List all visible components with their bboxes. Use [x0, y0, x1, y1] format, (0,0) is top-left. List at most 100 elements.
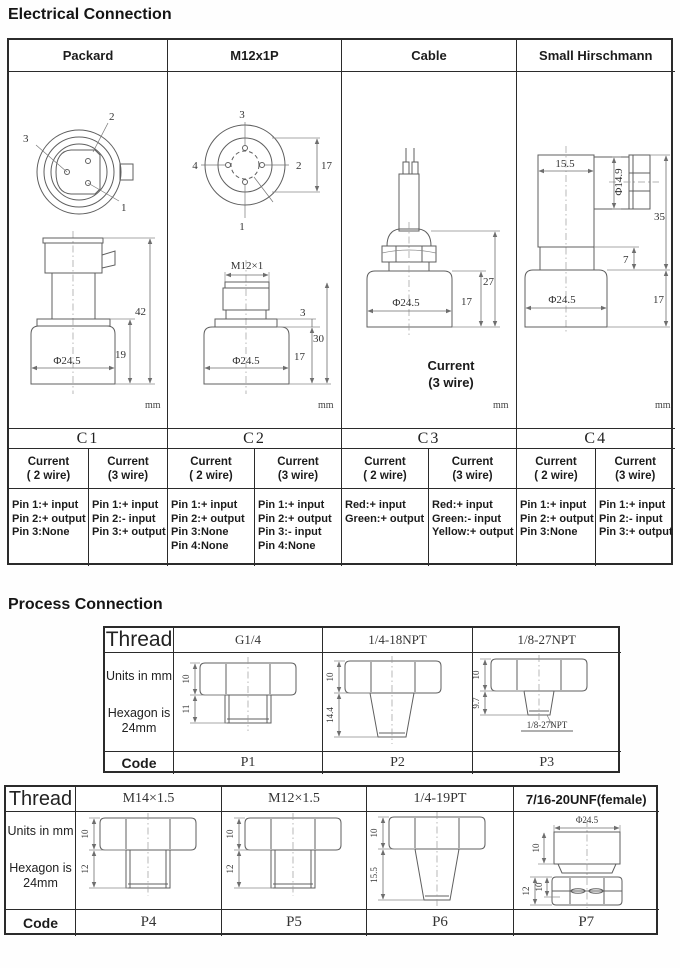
p3-line-art: [480, 655, 588, 732]
output-note-line2: (3 wire): [428, 375, 474, 390]
hexagon-note-line1: Hexagon is: [107, 706, 171, 720]
c2-3wire-pins: Pin 1:+ input Pin 2:+ output Pin 3:- inp…: [255, 489, 342, 566]
pin3-label: 3: [239, 109, 245, 121]
height-dim: 35: [654, 211, 666, 223]
base-dia-dim: Φ24.5: [232, 355, 260, 367]
flange-dim: 3: [300, 307, 306, 319]
unit-label: mm: [493, 400, 509, 411]
units-note: Units in mm: [106, 669, 172, 683]
p2-drawing-cell: 10 14.4: [323, 653, 473, 752]
cable-version-drawing: Φ24.5 27 17 Current (3 wire) mm: [366, 148, 509, 411]
t2-thread-m12: M12×1.5: [222, 787, 367, 812]
c4-2wire-pins: Pin 1:+ input Pin 2:+ output Pin 3:None: [517, 489, 596, 566]
base-dia-dim: Φ24.5: [548, 294, 576, 306]
npt18-thread-drawing: 10 9.7 1/8-27NPT: [473, 655, 588, 732]
code-p1: P1: [174, 752, 323, 774]
t1-thread-18-27npt: 1/8-27NPT: [473, 628, 621, 653]
base-height-dim: 17: [461, 296, 473, 308]
base-height-dim: 17: [294, 351, 306, 363]
p5-drawing-cell: 10 12: [222, 812, 367, 910]
code-p4: P4: [76, 910, 222, 936]
unf-female-drawing: Φ24.5 10 12 10: [521, 815, 623, 908]
p3-dim-hex: 10: [473, 670, 481, 680]
unit-label: mm: [145, 400, 161, 411]
base-height-dim: 17: [653, 294, 665, 306]
unit-label: mm: [318, 400, 334, 411]
c1-3wire-header: Current(3 wire): [89, 449, 168, 489]
p5-line-art: [234, 813, 342, 896]
code-p5: P5: [222, 910, 367, 936]
t1-units-cell: Units in mm Hexagon is 24mm: [105, 653, 174, 752]
p4-dim-hex: 10: [80, 829, 90, 839]
pin1-label: 1: [121, 202, 127, 214]
base-dia-dim: Φ24.5: [392, 297, 420, 309]
p5-dim-thread: 12: [225, 865, 235, 874]
m14-thread-drawing: 10 12: [80, 813, 197, 896]
p1-drawing-cell: 10 11: [174, 653, 323, 752]
code-c2: C2: [168, 429, 342, 449]
c4-3wire-pins: Pin 1:+ input Pin 2:- input Pin 3:+ outp…: [599, 499, 673, 538]
p3-dim-thread: 9.7: [473, 697, 481, 709]
c1-2wire-pins: Pin 1:+ input Pin 2:+ output Pin 3:None: [9, 489, 89, 566]
p4-line-art: [89, 813, 197, 896]
t1-thread-label: Thread: [105, 628, 174, 653]
code-p7: P7: [578, 914, 595, 931]
c2-2wire-header: Current( 2 wire): [168, 449, 255, 489]
t1-code-label: Code: [105, 752, 174, 774]
cable-drawing-cell: Φ24.5 27 17 Current (3 wire) mm: [342, 72, 517, 429]
p4-dim-thread: 12: [80, 865, 90, 874]
hexagon-note-line2: 24mm: [23, 876, 58, 890]
pin2-label: 2: [296, 160, 302, 172]
step-dim: 7: [623, 254, 629, 266]
c1-3wire-pins: Pin 1:+ input Pin 2:- input Pin 3:+ outp…: [89, 489, 168, 566]
pin1-label: 1: [239, 221, 245, 233]
hexagon-note-line2: 24mm: [121, 721, 157, 735]
p6-line-art: [378, 812, 486, 906]
header-small-hirschmann: Small Hirschmann: [517, 40, 675, 72]
hirschmann-connector-drawing: 15.5 Φ14.9 35 7 17 Φ24.5 mm: [524, 146, 671, 411]
p3-drawing-cell: 10 9.7 1/8-27NPT: [473, 653, 621, 752]
process-section-title: Process Connection: [8, 596, 163, 613]
t2-thread-unf: 7/16-20UNF(female): [514, 787, 659, 812]
t1-thread-g14: G1/4: [174, 628, 323, 653]
t2-thread-14-19pt: 1/4-19PT: [367, 787, 514, 812]
p3-thread-tag: 1/8-27NPT: [527, 720, 568, 730]
cable-line-art: [366, 148, 500, 337]
units-note: Units in mm: [7, 824, 74, 838]
process-connection-table-2: Thread M14×1.5 M12×1.5 1/4-19PT 7/16-20U…: [4, 785, 659, 936]
c3-3wire-header: Current(3 wire): [429, 449, 517, 489]
c3-2wire-header: Current( 2 wire): [342, 449, 429, 489]
t2-units-cell: Units in mm Hexagon is 24mm: [6, 812, 76, 910]
t2-thread-label: Thread: [6, 787, 76, 812]
c4-3wire-header: Current(3 wire): [596, 449, 675, 489]
height-dim: 27: [483, 276, 495, 288]
p7-dim-inner: 10: [534, 882, 544, 892]
output-note-line1: Current: [428, 358, 476, 373]
conn-dia-dim: Φ14.9: [613, 168, 625, 196]
code-p2: P2: [323, 752, 473, 774]
g14-thread-drawing: 10 11: [181, 657, 297, 731]
hirschmann-drawing-cell: 15.5 Φ14.9 35 7 17 Φ24.5 mm: [517, 72, 675, 429]
electrical-connection-table: Packard M12x1P Cable Small Hirschmann: [7, 38, 675, 566]
m12-line-art: [201, 122, 331, 394]
p7-dim-top: 10: [531, 843, 541, 853]
header-cable: Cable: [342, 40, 517, 72]
p2-dim-thread: 14.4: [325, 707, 335, 723]
code-c3: C3: [342, 429, 517, 449]
electrical-section-title: Electrical Connection: [8, 6, 172, 23]
header-m12x1p: M12x1P: [168, 40, 342, 72]
m12-thread-drawing: 10 12: [225, 813, 342, 896]
c3-2wire-pins: Red:+ input Green:+ output: [342, 489, 429, 566]
m12-connector-drawing: 3 4 2 1 17 M12×1 Φ24.5 3 17 30 mm: [192, 109, 334, 411]
t1-thread-14-18npt: 1/4-18NPT: [323, 628, 473, 653]
packard-drawing-cell: 3 2 1 Φ24.5 42 19 mm: [9, 72, 168, 429]
pin4-label: 4: [192, 160, 198, 172]
base-height-dim: 19: [115, 349, 127, 361]
p1-dim-hex: 10: [181, 674, 191, 684]
header-packard: Packard: [9, 40, 168, 72]
hirschmann-line-art: [524, 146, 670, 334]
packard-connector-drawing: 3 2 1 Φ24.5 42 19 mm: [23, 111, 161, 411]
hexagon-note-line1: Hexagon is: [9, 861, 72, 875]
thread-spec: M12×1: [231, 260, 263, 272]
